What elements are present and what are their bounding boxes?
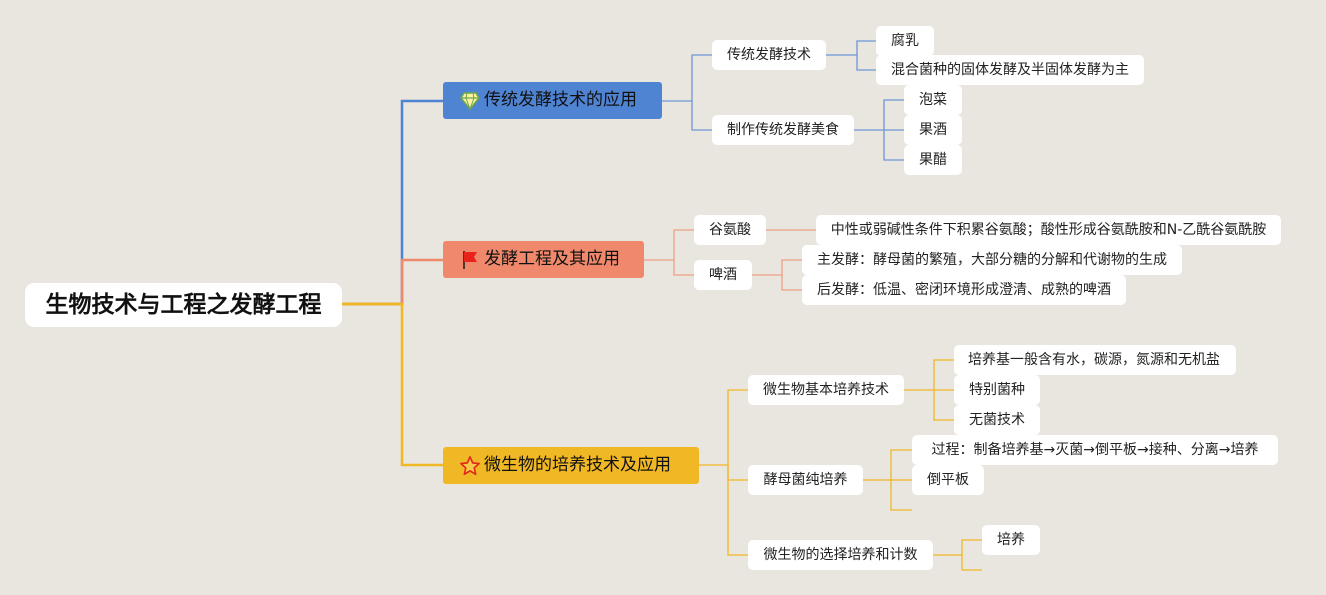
diamond-icon <box>459 90 481 112</box>
leaf-glutamic-conditions[interactable]: 中性或弱碱性条件下积累谷氨酸；酸性形成谷氨酰胺和N-乙酰谷氨酰胺 <box>816 215 1281 245</box>
branch-label: 传统发酵技术的应用 <box>484 90 637 110</box>
branch-fermentation-engineering[interactable]: 发酵工程及其应用 <box>443 241 644 278</box>
flag-icon <box>459 249 481 271</box>
topic-traditional-tech[interactable]: 传统发酵技术 <box>712 40 826 70</box>
leaf-guojiu[interactable]: 果酒 <box>904 115 962 145</box>
leaf-guocu[interactable]: 果醋 <box>904 145 962 175</box>
leaf-pour-plate[interactable]: 倒平板 <box>912 465 984 495</box>
leaf-process[interactable]: 过程：制备培养基→灭菌→倒平板→接种、分离→培养 <box>912 435 1278 465</box>
leaf-furu[interactable]: 腐乳 <box>876 26 934 56</box>
root-topic-label: 生物技术与工程之发酵工程 <box>45 291 322 318</box>
topic-glutamic-acid[interactable]: 谷氨酸 <box>694 215 766 245</box>
topic-beer[interactable]: 啤酒 <box>694 260 752 290</box>
branch-label: 发酵工程及其应用 <box>484 249 620 269</box>
leaf-culture[interactable]: 培养 <box>982 525 1040 555</box>
branch-traditional-fermentation[interactable]: 传统发酵技术的应用 <box>443 82 662 119</box>
leaf-main-fermentation[interactable]: 主发酵：酵母菌的繁殖，大部分糖的分解和代谢物的生成 <box>802 245 1182 275</box>
topic-basic-culture[interactable]: 微生物基本培养技术 <box>748 375 904 405</box>
topic-yeast-pure-culture[interactable]: 酵母菌纯培养 <box>748 465 863 495</box>
leaf-post-fermentation[interactable]: 后发酵：低温、密闭环境形成澄清、成熟的啤酒 <box>802 275 1126 305</box>
leaf-paocai[interactable]: 泡菜 <box>904 85 962 115</box>
topic-traditional-food[interactable]: 制作传统发酵美食 <box>712 115 854 145</box>
leaf-mixed-culture[interactable]: 混合菌种的固体发酵及半固体发酵为主 <box>876 55 1144 85</box>
leaf-medium-contents[interactable]: 培养基一般含有水，碳源，氮源和无机盐 <box>954 345 1236 375</box>
topic-selective-culture[interactable]: 微生物的选择培养和计数 <box>748 540 933 570</box>
star-icon <box>459 455 481 477</box>
branch-label: 微生物的培养技术及应用 <box>484 455 671 475</box>
branch-microbe-culture[interactable]: 微生物的培养技术及应用 <box>443 447 699 484</box>
leaf-special-strain[interactable]: 特别菌种 <box>954 375 1040 405</box>
root-topic[interactable]: 生物技术与工程之发酵工程 <box>25 283 342 327</box>
leaf-aseptic-technique[interactable]: 无菌技术 <box>954 405 1040 435</box>
